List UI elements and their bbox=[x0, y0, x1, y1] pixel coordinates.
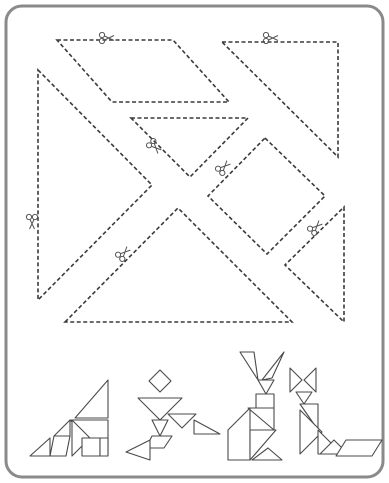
tangram-worksheet bbox=[0, 0, 389, 483]
